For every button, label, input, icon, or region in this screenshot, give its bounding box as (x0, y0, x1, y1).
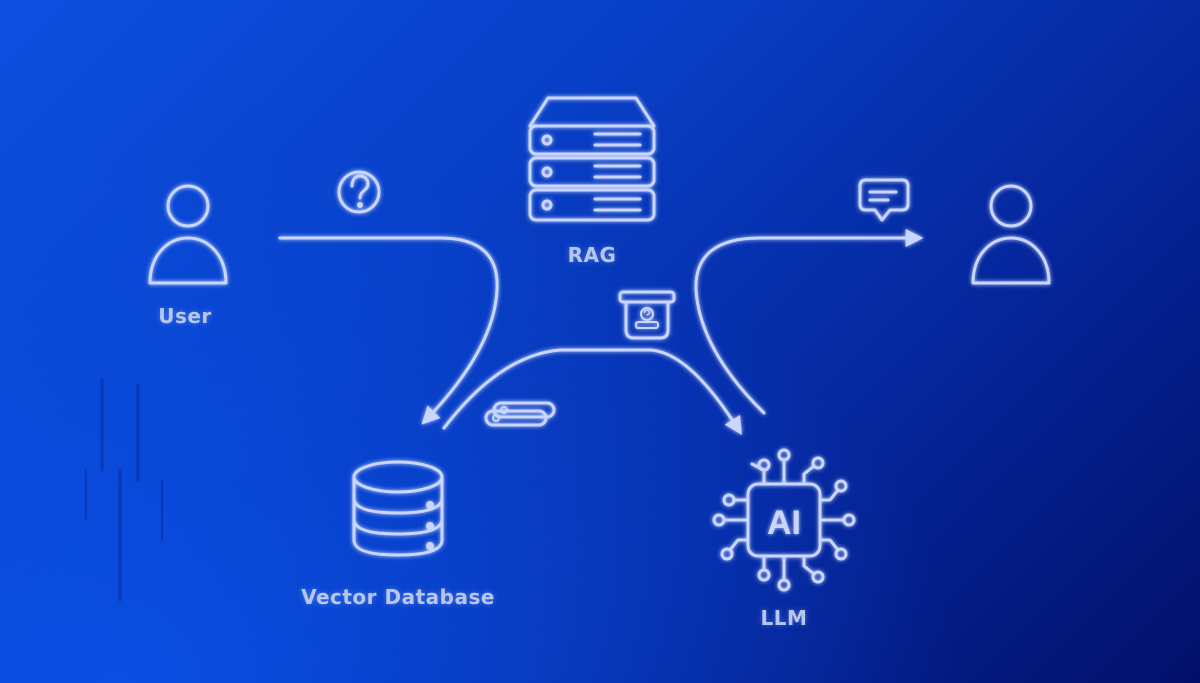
arrow-vector-db-to-llm (442, 348, 742, 436)
vector-docs-icon (484, 401, 556, 427)
ai-chip-icon (712, 448, 856, 592)
user-label: User (158, 304, 212, 328)
context-box-icon (618, 290, 676, 340)
arrow-llm-to-recipient (694, 229, 924, 415)
arrow-user-to-vector-db (278, 236, 499, 425)
background-streaks (85, 378, 163, 602)
vector-database-label: Vector Database (301, 585, 495, 609)
user-icon (148, 184, 228, 285)
question-icon (337, 170, 381, 214)
rag-label: RAG (567, 243, 617, 267)
database-icon (352, 460, 444, 557)
chip-text: AI (767, 504, 801, 542)
server-stack-icon (528, 96, 656, 222)
llm-label: LLM (760, 606, 808, 630)
chat-bubble-icon (858, 178, 910, 222)
recipient-user-icon (971, 184, 1051, 285)
